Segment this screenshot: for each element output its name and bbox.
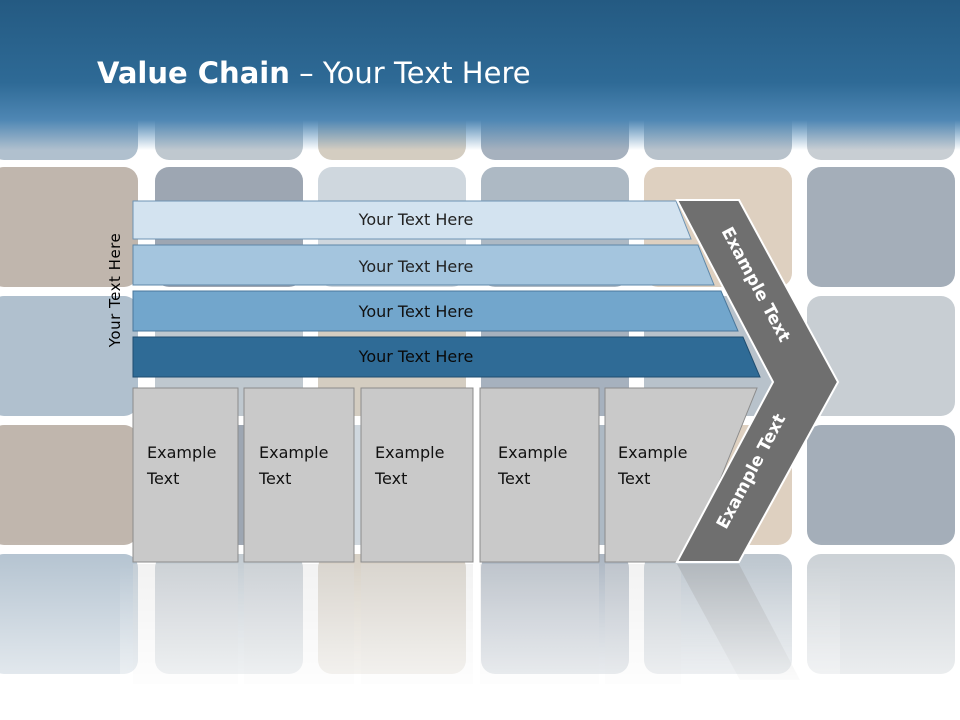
photo-tile: [807, 425, 955, 545]
columns-reflection: [120, 564, 840, 694]
photo-tile: [807, 167, 955, 287]
column-2-line1: Example: [259, 443, 328, 462]
title-separator: –: [289, 56, 323, 90]
column-5-line1: Example: [618, 443, 687, 462]
column-1-line1: Example: [147, 443, 216, 462]
column-3-line2: Text: [374, 469, 407, 488]
bar-2: Your Text Here: [132, 244, 715, 286]
reflection-fade: [120, 564, 840, 694]
bar-3-label: Your Text Here: [358, 302, 474, 321]
slide-title: Value Chain – Your Text Here: [97, 56, 531, 90]
chevron-shape: [675, 199, 840, 563]
column-1-line2: Text: [146, 469, 179, 488]
photo-tile: [807, 296, 955, 416]
bar-4: Your Text Here: [132, 336, 761, 378]
column-2-line2: Text: [258, 469, 291, 488]
bar-3: Your Text Here: [132, 290, 739, 332]
photo-tile: [0, 296, 138, 416]
slide-header: [0, 0, 960, 150]
photo-tile: [0, 167, 138, 287]
photo-tile: [0, 425, 138, 545]
bar-2-label: Your Text Here: [358, 257, 474, 276]
column-5-line2: Text: [617, 469, 650, 488]
column-3-line1: Example: [375, 443, 444, 462]
column-4-line2: Text: [497, 469, 530, 488]
bar-1: Your Text Here: [132, 200, 692, 240]
title-bold: Value Chain: [97, 56, 290, 90]
bar-1-label: Your Text Here: [358, 210, 474, 229]
column-4-line1: Example: [498, 443, 567, 462]
bar-4-label: Your Text Here: [358, 347, 474, 366]
title-rest: Your Text Here: [322, 56, 531, 90]
